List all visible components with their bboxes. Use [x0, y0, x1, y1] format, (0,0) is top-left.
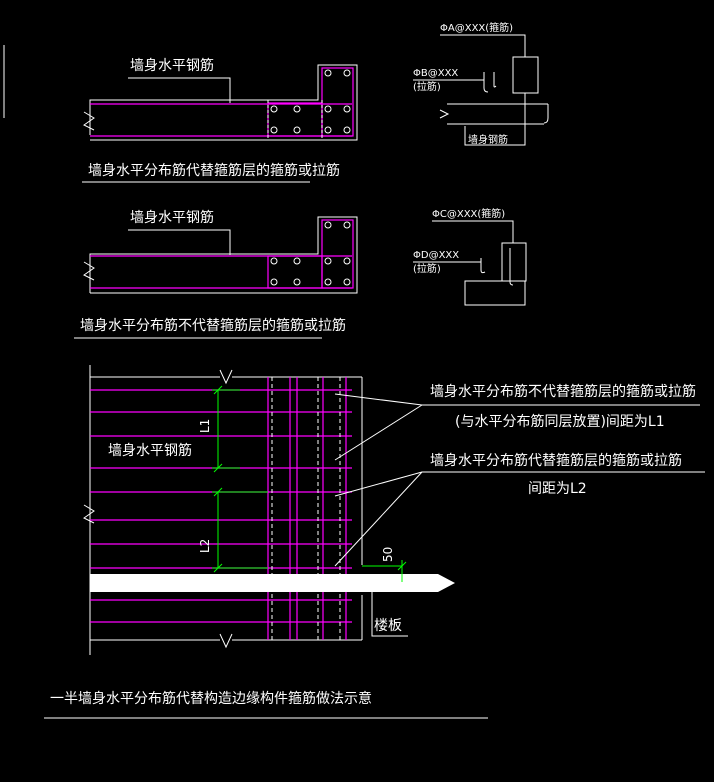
detail-1-rebar-dot — [343, 69, 351, 77]
legend-2-tie-hook — [509, 248, 514, 286]
slab-label: 楼板 — [374, 618, 402, 634]
detail-1-stirrup-web — [267, 102, 323, 137]
dim-50-tick — [397, 561, 407, 571]
note-2-line2: 间距为L2 — [528, 481, 587, 497]
detail-1-rebar-dot — [293, 105, 301, 113]
legend-1-stirrup-text: ΦA@XXX(箍筋) — [440, 21, 513, 34]
note-2-leader — [334, 471, 705, 497]
detail-2-caption: 墙身水平分布筋不代替箍筋层的箍筋或拉筋 — [80, 317, 346, 334]
dim-L2-tick — [213, 487, 223, 497]
legend-1-tie-type-text: (拉筋) — [413, 80, 441, 93]
detail-1-rebar-dot — [270, 126, 278, 134]
detail-2-rebar-dot — [343, 221, 351, 229]
legend-1-tie-hook-b — [493, 72, 497, 88]
detail-1-rebar-dot — [324, 105, 332, 113]
footer-caption: 一半墙身水平分布筋代替构造边缘构件箍筋做法示意 — [50, 690, 372, 707]
detail-1-stirrup-corner — [321, 67, 354, 137]
detail-2-rebar-dot — [324, 221, 332, 229]
detail-2-rebar-dot — [293, 278, 301, 286]
detail-1-bar-label: 墙身水平钢筋 — [130, 57, 214, 74]
detail-2-stirrup-corner — [321, 219, 354, 289]
detail-2-legend — [413, 220, 527, 306]
legend-2-bar-outline — [464, 280, 526, 306]
dim-50-text: 50 — [381, 547, 395, 562]
detail-1-caption: 墙身水平分布筋代替箍筋层的箍筋或拉筋 — [88, 162, 340, 179]
detail-1-rebar-dot — [293, 126, 301, 134]
detail-1-rebar-dot — [343, 126, 351, 134]
detail-2-plan — [83, 216, 358, 294]
detail-1-rebar-dot — [270, 105, 278, 113]
legend-2-tie-text: ΦD@XXX — [413, 250, 459, 261]
detail-2-rebar-dot — [343, 278, 351, 286]
legend-2-stirrup-leader — [432, 220, 514, 243]
detail-1-label-leader — [128, 77, 231, 103]
note-1-leader-branch — [334, 404, 423, 461]
detail-2-bar-label: 墙身水平钢筋 — [130, 209, 214, 226]
legend-2-tie-hook-small — [480, 258, 486, 274]
detail-1-break-line — [83, 111, 95, 131]
legend-2-stirrup-text: ΦC@XXX(箍筋) — [432, 207, 505, 220]
note-1-line2: (与水平分布筋同层放置)间距为L1 — [455, 413, 665, 430]
detail-1-wall-outline — [89, 64, 358, 141]
detail-2-wall-outline — [89, 216, 358, 294]
detail-2-rebar-dot — [343, 257, 351, 265]
note-2-line1: 墙身水平分布筋代替箍筋层的箍筋或拉筋 — [430, 452, 682, 469]
slab-arrow-head — [438, 574, 455, 592]
detail-1-legend — [413, 34, 549, 146]
floor-slab — [90, 574, 438, 592]
detail-2-label-leader — [128, 229, 231, 255]
dim-L1-tick — [213, 463, 223, 473]
detail-1-rebar-dot — [324, 126, 332, 134]
note-2-leader-branch — [334, 471, 423, 567]
elevation-view — [83, 365, 705, 655]
detail-2-rebar-dot — [324, 257, 332, 265]
legend-1-tie-text: ΦB@XXX — [413, 68, 458, 79]
dim-L1-tick — [213, 385, 223, 395]
legend-2-stirrup-symbol — [501, 242, 527, 282]
legend-1-stirrup-leader — [440, 34, 526, 57]
legend-1-stirrup-symbol — [512, 56, 539, 94]
detail-2-break-line — [83, 261, 95, 281]
dim-L2-tick — [213, 563, 223, 573]
detail-2-rebar-dot — [270, 257, 278, 265]
detail-1-plan — [83, 64, 358, 141]
legend-1-bar-hook — [543, 104, 549, 124]
note-1-line1: 墙身水平分布筋不代替箍筋层的箍筋或拉筋 — [430, 383, 696, 400]
legend-1-bar-leader — [464, 93, 526, 146]
detail-1-rebar-dot — [324, 69, 332, 77]
detail-1-rebar-dot — [343, 105, 351, 113]
detail-2-stirrup-web — [267, 255, 323, 289]
detail-2-rebar-dot — [324, 278, 332, 286]
legend-1-break-line — [439, 109, 450, 119]
elevation-bottom-break — [219, 633, 233, 649]
legend-2-tie-type-text: (拉筋) — [413, 262, 441, 275]
slab-label-leader — [371, 592, 408, 637]
detail-2-rebar-dot — [270, 278, 278, 286]
elevation-top-break — [219, 369, 233, 385]
elevation-left-break — [83, 504, 95, 524]
elevation-bar-label: 墙身水平钢筋 — [108, 442, 192, 459]
legend-1-tie-hook-a — [483, 72, 489, 93]
detail-2-rebar-dot — [293, 257, 301, 265]
dim-L2-text: L2 — [198, 539, 212, 553]
legend-1-bar-text: 墙身钢筋 — [468, 133, 508, 146]
dim-L1-text: L1 — [198, 419, 212, 433]
